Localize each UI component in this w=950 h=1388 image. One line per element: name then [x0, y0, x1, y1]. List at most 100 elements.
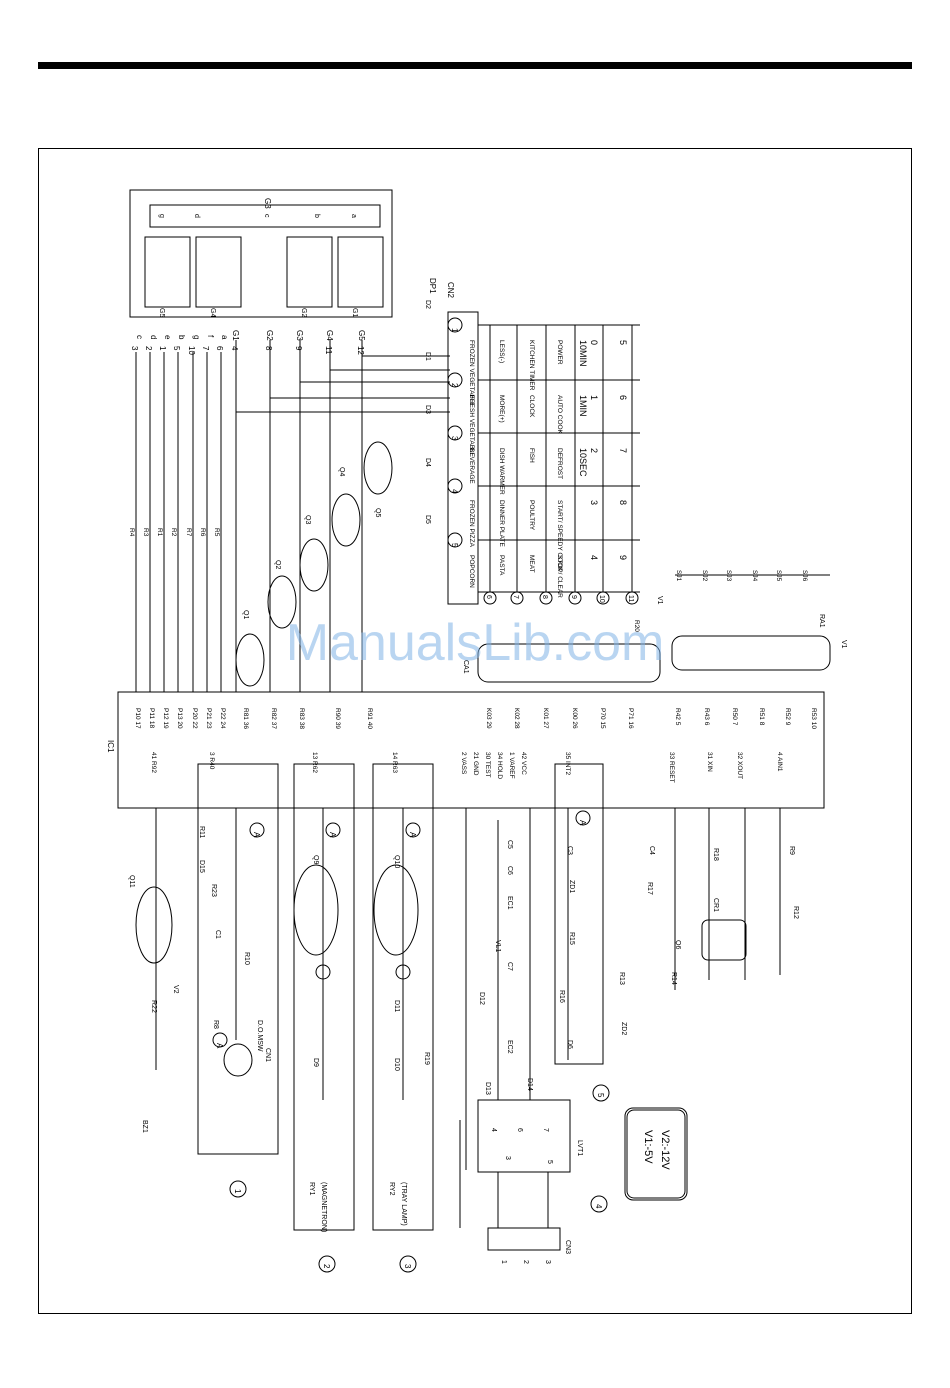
segment-resistor: R1 — [156, 528, 163, 537]
grid-pin-label: G1 — [231, 330, 240, 341]
digit-grid-label: G1 — [351, 308, 358, 317]
segment-label: b — [313, 214, 320, 218]
grid-pin-number: 12 — [356, 346, 365, 355]
key-label: START/ SPEEDY COOK — [556, 500, 563, 572]
ic1-body — [117, 691, 825, 809]
key-label: 9 — [618, 555, 628, 560]
seg-pin-label: c — [135, 335, 144, 339]
door-block-label: CN1 — [264, 1048, 271, 1062]
reset-block-label: Q6 — [674, 940, 681, 949]
ic-top-pin: P11 18 — [148, 708, 155, 729]
grid-pin-label: G2 — [265, 330, 274, 341]
grid-transistor-label: Q5 — [374, 508, 381, 517]
reset-block-label: R17 — [646, 882, 653, 895]
ic-top-pin: R53 10 — [810, 708, 817, 729]
v1-label: V1 — [840, 640, 847, 649]
ic-top-pin: R82 37 — [270, 708, 277, 729]
ic-top-pin: R42 5 — [674, 708, 681, 726]
seg-pin-label: g — [192, 335, 201, 339]
ic-top-pin: R43 6 — [703, 708, 710, 726]
door-block-label: R8 — [212, 1020, 219, 1029]
seg-pin-number: 2 — [144, 346, 153, 351]
key-label: 6 — [618, 395, 628, 400]
door-block-label: R11 — [198, 826, 205, 838]
reset-block-label: ZD2 — [620, 1022, 627, 1035]
door-block-label: C1 — [214, 930, 221, 939]
key-label: POPCORN — [468, 555, 475, 588]
digit-grid-label: G2 — [300, 308, 307, 317]
relay2-label: D11 — [393, 1000, 400, 1012]
segment-resistor: R6 — [199, 528, 206, 537]
segment-resistor: R3 — [142, 528, 149, 537]
seg-pin-label: d — [149, 335, 158, 339]
buzzer-label: BZ1 — [141, 1120, 148, 1133]
reset-block-label: C4 — [648, 846, 655, 855]
segment-resistor: R7 — [185, 528, 192, 537]
lvt-pin: 7 — [542, 1128, 549, 1132]
top-rule — [38, 62, 912, 69]
relay1-label: RY1 — [308, 1182, 315, 1196]
segment-resistor: R2 — [170, 528, 177, 537]
lvt-pin: 6 — [516, 1128, 523, 1132]
ic-bottom-pin: 1 VAREF — [508, 752, 515, 779]
key-label: LESS(-) — [498, 340, 505, 363]
grid-pin-number: 8 — [264, 346, 273, 351]
digit-grid-label: G4 — [209, 308, 216, 317]
ic-top-pin: R91 40 — [366, 708, 373, 729]
jumper-label: SJ2 — [701, 570, 708, 582]
key-label: 10MIN — [578, 340, 588, 367]
key-label: 1 — [589, 395, 599, 400]
seg-pin-label: e — [163, 335, 172, 340]
ic-top-pin: P21 23 — [205, 708, 212, 729]
grid-transistor-label: Q4 — [338, 467, 345, 476]
power-label: LVT1 — [576, 1140, 583, 1156]
watermark: ManualsLib.com — [286, 614, 665, 672]
legend-v1: V1:-5V — [642, 1130, 654, 1164]
key-row-number: 9 — [570, 595, 577, 599]
grid-pin-label: G3 — [295, 330, 304, 341]
seg-pin-number: 7 — [201, 346, 210, 351]
key-label: 0 — [589, 340, 599, 345]
ic-top-pin: P71 16 — [627, 708, 634, 729]
ic-bottom-pin: 41 R92 — [150, 752, 157, 773]
relay1-label: D9 — [312, 1058, 319, 1067]
seg-pin-number: 1 — [158, 346, 167, 351]
ic-bottom-pin: 42 VCC — [520, 752, 527, 775]
grid-transistor-label: Q3 — [304, 515, 311, 524]
relay2-label: R19 — [423, 1052, 430, 1065]
key-label: FRESH VEGETABLE — [468, 395, 475, 458]
ic-bottom-pin: 4 AIN1 — [776, 752, 783, 772]
key-label: 5 — [618, 340, 628, 345]
jumper-label: SJ3 — [725, 570, 732, 582]
block-number: 1 — [233, 1189, 242, 1194]
relay2-label: RY2 — [388, 1182, 395, 1196]
relay2-label: (TRAY LAMP) — [400, 1182, 407, 1226]
key-diode: D3 — [424, 405, 431, 414]
ic-top-pin: P22 24 — [219, 708, 226, 729]
key-label: MEAT — [528, 555, 535, 573]
res-array-ref: RA1 — [818, 614, 825, 628]
cn3-pin: 1 — [500, 1260, 507, 1264]
q11-label: Q11 — [128, 875, 135, 888]
grid-pin-number: 4 — [230, 346, 239, 351]
cap-array-ref: CA1 — [462, 660, 469, 674]
node-a: A — [408, 832, 417, 838]
key-label: DINNER PLATE — [498, 500, 505, 547]
schematic-frame — [38, 148, 912, 1314]
lvt-pin: 5 — [546, 1160, 553, 1164]
key-label: 4 — [589, 555, 599, 560]
block-number: 3 — [403, 1264, 412, 1269]
seg-pin-number: 3 — [130, 346, 139, 351]
ic-top-pin: K01 27 — [542, 708, 549, 729]
ic-top-pin: R83 38 — [298, 708, 305, 729]
ic-top-pin: P20 22 — [191, 708, 198, 729]
key-diode: D4 — [424, 458, 431, 467]
ain-block-label: R9 — [788, 846, 795, 855]
ic-top-pin: R81 36 — [242, 708, 249, 729]
ain-block-label: R12 — [792, 906, 799, 919]
power-label: D13 — [484, 1082, 491, 1095]
node-a: A — [578, 820, 587, 826]
ic-top-pin: P13 20 — [176, 708, 183, 729]
key-label: FROZEN PIZZA — [468, 500, 475, 548]
block-number: 4 — [594, 1204, 603, 1209]
